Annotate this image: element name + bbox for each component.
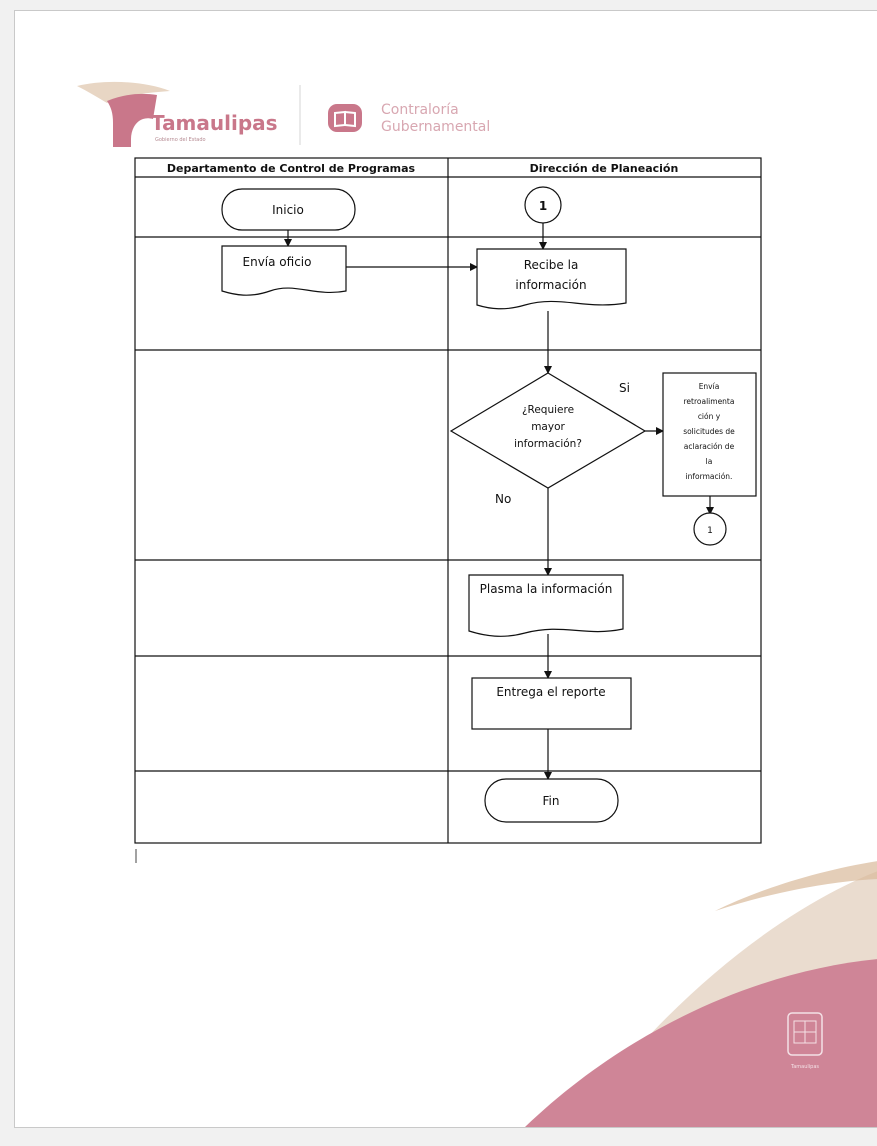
connector-top-label: 1 xyxy=(539,199,547,213)
contraloria-logo: Contraloría Gubernamental xyxy=(328,102,490,135)
node-recibe-label-2: información xyxy=(515,278,586,292)
node-envia-oficio-label: Envía oficio xyxy=(243,255,312,269)
connector-bottom-label: 1 xyxy=(707,526,713,536)
decision-label-2: mayor xyxy=(531,421,565,433)
node-decision: ¿Requiere mayor información? xyxy=(449,372,647,489)
document-shape xyxy=(476,248,627,310)
footer-decoration: Tamaulipas xyxy=(525,861,877,1127)
lane-title-left: Departamento de Control de Programas xyxy=(167,162,416,175)
logo-swoosh-pink xyxy=(107,93,157,147)
node-fin-label: Fin xyxy=(543,794,560,808)
tamaulipas-logo: Tamaulipas Gobierno del Estado xyxy=(77,81,278,147)
decision-label-3: información? xyxy=(514,438,582,450)
logo2-line1: Contraloría xyxy=(381,102,459,118)
process-shape xyxy=(662,372,757,497)
retro-label-1: Envía xyxy=(699,382,720,391)
logo-sub-text: Gobierno del Estado xyxy=(155,137,206,143)
swimlane-table: Departamento de Control de Programas Dir… xyxy=(134,157,762,844)
document-page: Tamaulipas Gobierno del Estado Contralor… xyxy=(14,10,877,1128)
connector-shape xyxy=(693,512,727,546)
node-plasma: Plasma la información xyxy=(468,574,624,637)
node-recibe: Recibe la información xyxy=(476,248,627,310)
decision-shape xyxy=(449,372,647,489)
branch-label-no: No xyxy=(495,492,511,506)
retro-label-4: solicitudes de xyxy=(683,427,735,436)
node-entrega: Entrega el reporte xyxy=(471,677,632,730)
node-connector-bottom: 1 xyxy=(693,512,727,546)
node-envia-oficio: Envía oficio xyxy=(221,245,347,296)
retro-label-7: información. xyxy=(686,472,733,481)
process-shape xyxy=(471,677,632,730)
state-seal-icon: Tamaulipas xyxy=(787,1012,823,1070)
branch-label-si: Si xyxy=(619,381,630,395)
node-plasma-label: Plasma la información xyxy=(480,582,613,596)
retro-label-2: retroalimenta xyxy=(684,397,735,406)
logo2-line2: Gubernamental xyxy=(381,119,490,135)
node-entrega-label: Entrega el reporte xyxy=(496,685,605,699)
retro-label-5: aclaración de xyxy=(684,442,735,451)
document-shape xyxy=(221,245,347,296)
document-shape xyxy=(468,574,624,637)
footer-swoosh-pink xyxy=(525,959,877,1127)
seal-text: Tamaulipas xyxy=(790,1064,819,1070)
footer-swoosh-gold xyxy=(715,861,877,911)
flowchart-page-svg: Tamaulipas Gobierno del Estado Contralor… xyxy=(77,81,877,1127)
retro-label-3: ción y xyxy=(698,412,721,421)
node-inicio-label: Inicio xyxy=(272,203,304,217)
node-fin: Fin xyxy=(484,778,619,823)
book-icon xyxy=(334,110,356,128)
node-connector-top: 1 xyxy=(524,186,562,224)
logo-main-text: Tamaulipas xyxy=(151,111,278,135)
node-recibe-label-1: Recibe la xyxy=(524,258,579,272)
flow-arrows xyxy=(284,223,714,780)
node-retroalimentacion: Envía retroalimenta ción y solicitudes d… xyxy=(662,372,757,497)
lane-title-right: Dirección de Planeación xyxy=(530,162,679,175)
logo-swoosh-beige xyxy=(77,81,170,103)
node-inicio: Inicio xyxy=(221,188,356,231)
terminator-shape xyxy=(221,188,356,231)
terminator-shape xyxy=(484,778,619,823)
decision-label-1: ¿Requiere xyxy=(522,404,574,416)
retro-label-6: la xyxy=(706,457,713,466)
connector-shape xyxy=(524,186,562,224)
